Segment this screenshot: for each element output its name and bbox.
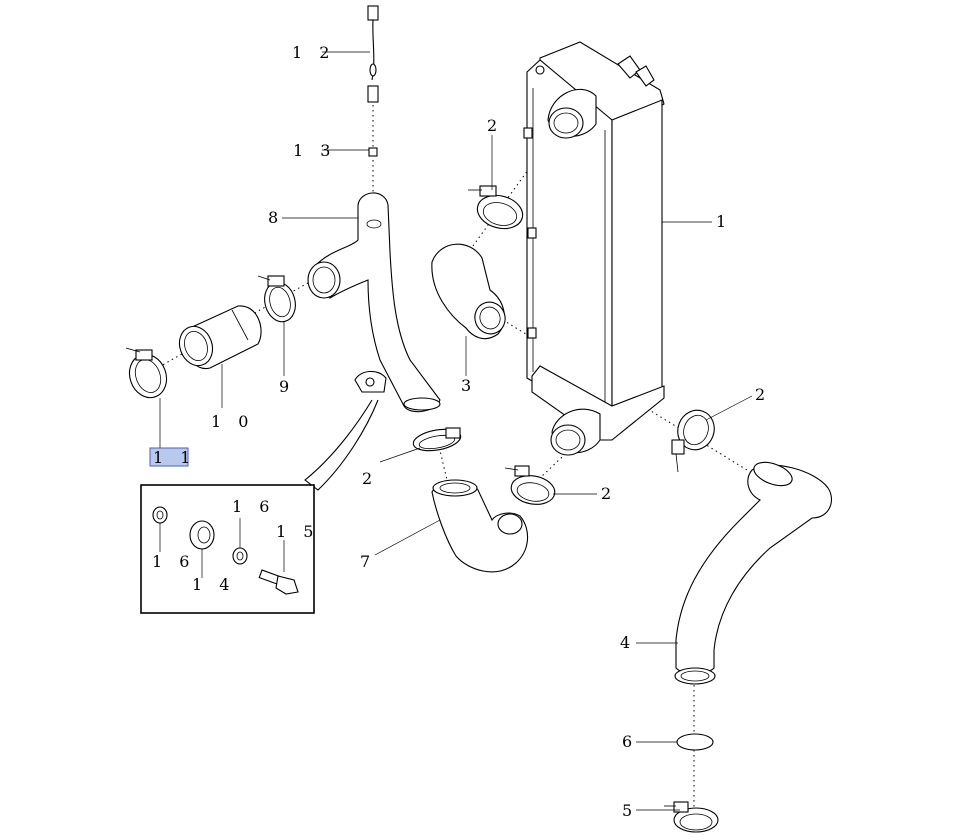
callout-1: 1: [716, 212, 732, 231]
clamp-5[interactable]: [664, 801, 719, 833]
assembly-centerlines: [149, 100, 761, 810]
clamp-11[interactable]: [124, 347, 173, 403]
clamp-right[interactable]: [671, 405, 720, 473]
callout-13: 1 3: [293, 141, 336, 160]
hose-clamps: [124, 185, 720, 833]
u-hose[interactable]: [431, 479, 529, 573]
callout-2-lower-right: 2: [601, 484, 617, 503]
callout-16-left: 1 6: [152, 552, 195, 571]
clamp-lower-right-small[interactable]: [504, 465, 557, 508]
long-pipe[interactable]: [674, 458, 832, 685]
washer-16a[interactable]: [152, 506, 168, 524]
bolt-15[interactable]: [258, 569, 299, 595]
callout-5: 5: [622, 801, 638, 820]
callout-2-right: 2: [755, 385, 771, 404]
detail-inset: [140, 399, 379, 614]
callout-11-highlight[interactable]: [149, 447, 189, 467]
callout-2-upper: 2: [487, 116, 503, 135]
washer-16b[interactable]: [232, 547, 248, 565]
elbow-hose[interactable]: [431, 243, 510, 340]
callout-2-lower-left: 2: [362, 469, 378, 488]
clamp-9[interactable]: [257, 275, 300, 325]
callout-4: 4: [620, 633, 636, 652]
callout-15: 1 5: [276, 522, 319, 541]
intercooler-core[interactable]: [523, 41, 665, 456]
callout-3: 3: [461, 376, 477, 395]
leader-lines: [159, 51, 753, 811]
callout-11: 1 1: [153, 448, 196, 467]
clamp-lower-center[interactable]: [412, 426, 463, 454]
o-ring[interactable]: [676, 733, 714, 751]
callout-labels: 1 2 2 2 2 3 4 5 6 7 8 9 1 0 1 1 1 2 1 3 …: [149, 43, 771, 820]
callout-12: 1 2: [292, 43, 335, 62]
temperature-sensor[interactable]: [367, 5, 379, 103]
callout-7: 7: [360, 552, 376, 571]
callout-9: 9: [279, 377, 295, 396]
callout-8: 8: [268, 208, 284, 227]
upper-tube[interactable]: [307, 192, 441, 413]
callout-6: 6: [622, 732, 638, 751]
sensor-grommet[interactable]: [368, 147, 378, 157]
straight-hose[interactable]: [174, 305, 262, 370]
callout-14: 1 4: [192, 575, 235, 594]
clamp-upper-right[interactable]: [468, 185, 526, 233]
callout-16-right: 1 6: [232, 497, 275, 516]
callout-10: 1 0: [211, 412, 254, 431]
